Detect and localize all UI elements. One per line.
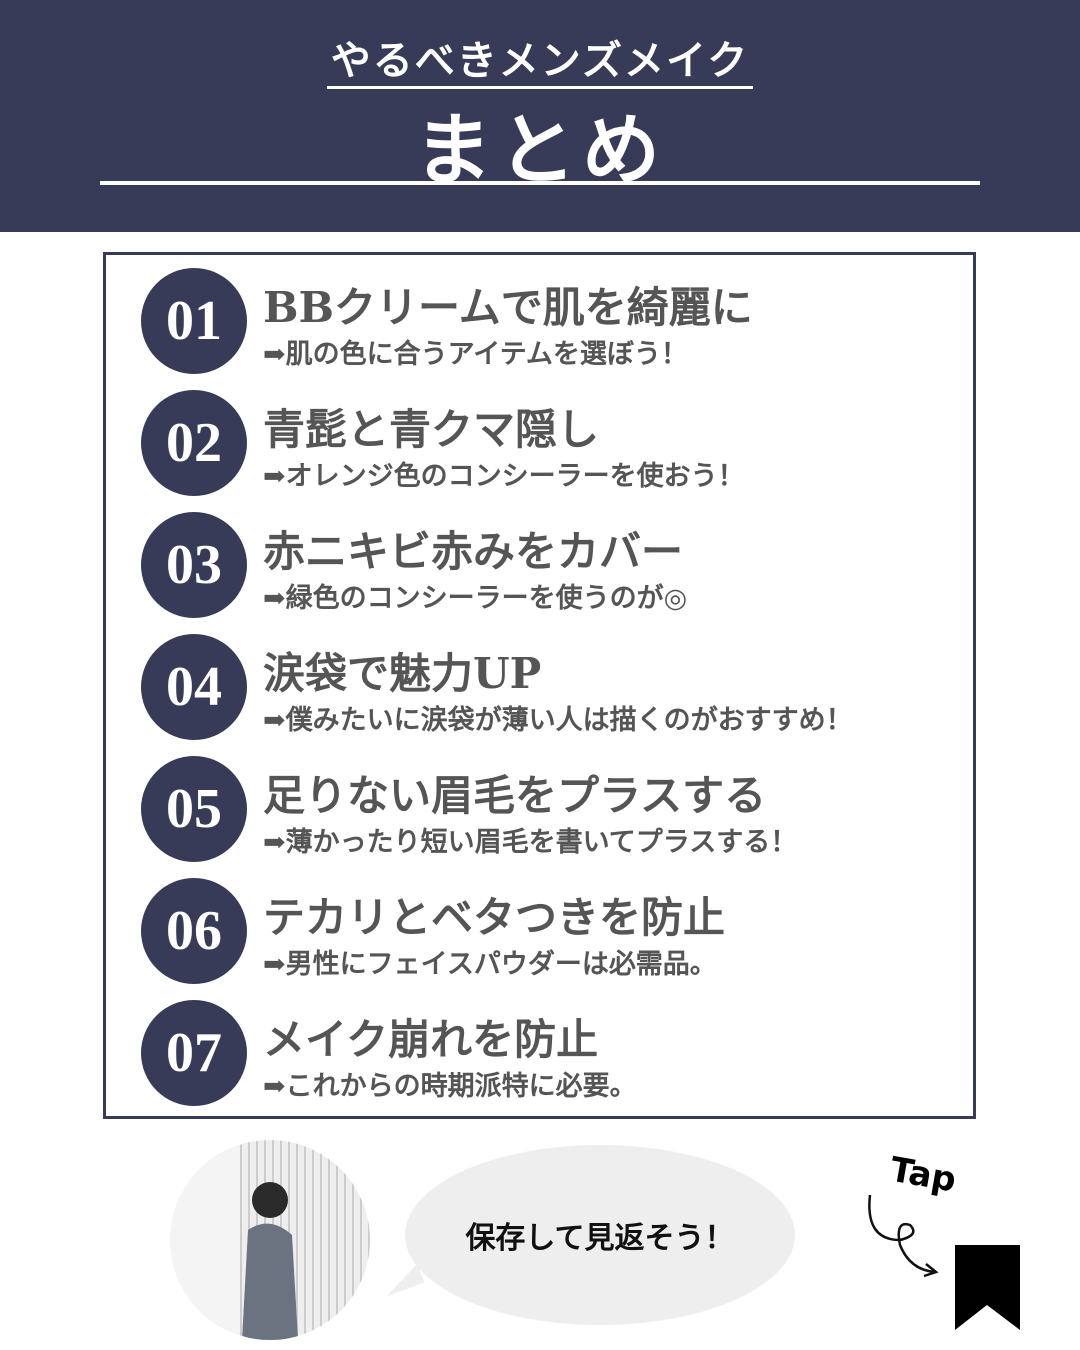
bubble-tail: [379, 1263, 425, 1297]
number-badge: 07: [141, 1000, 247, 1106]
item-title: 足りない眉毛をプラスする: [263, 771, 767, 820]
list-item: 02 青髭と青クマ隠し ➡オレンジ色のコンシーラーを使おう！: [141, 390, 961, 500]
list-item: 06 テカリとベタつきを防止 ➡男性にフェイスパウダーは必需品。: [141, 878, 961, 988]
number-badge: 01: [141, 268, 247, 374]
number-badge: 06: [141, 878, 247, 984]
item-subtitle: ➡これからの時期派特に必要。: [263, 1071, 637, 1102]
item-subtitle: ➡僕みたいに涙袋が薄い人は描くのがおすすめ！: [263, 705, 853, 736]
speech-bubble: 保存して見返そう！: [405, 1145, 795, 1325]
page-title: まとめ: [413, 105, 666, 196]
person-illustration: [170, 1140, 298, 1340]
number-badge: 02: [141, 390, 247, 496]
item-subtitle: ➡肌の色に合うアイテムを選ぼう！: [263, 339, 688, 370]
item-subtitle: ➡男性にフェイスパウダーは必需品。: [263, 949, 717, 980]
item-title: メイク崩れを防止: [263, 1015, 599, 1064]
list-item: 04 涙袋で魅力UP ➡僕みたいに涙袋が薄い人は描くのがおすすめ！: [141, 634, 961, 744]
divider: [100, 181, 980, 185]
list-item: 05 足りない眉毛をプラスする ➡薄かったり短い眉毛を書いてプラスする！: [141, 756, 961, 866]
curved-arrow-icon: [868, 1194, 939, 1278]
item-title: 涙袋で魅力UP: [263, 649, 542, 698]
item-subtitle: ➡オレンジ色のコンシーラーを使おう！: [263, 461, 745, 492]
header-banner: やるべきメンズメイク まとめ: [0, 0, 1080, 232]
item-title: BBクリームで肌を綺麗に: [263, 283, 753, 332]
list-item: 07 メイク崩れを防止 ➡これからの時期派特に必要。: [141, 1000, 961, 1110]
number-badge: 04: [141, 634, 247, 740]
list-item: 01 BBクリームで肌を綺麗に ➡肌の色に合うアイテムを選ぼう！: [141, 268, 961, 378]
bubble-text: 保存して見返そう！: [465, 1221, 735, 1256]
item-title: テカリとベタつきを防止: [263, 893, 726, 942]
item-title: 青髭と青クマ隠し: [263, 405, 600, 454]
number-badge: 03: [141, 512, 247, 618]
number-badge: 05: [141, 756, 247, 862]
summary-list: 01 BBクリームで肌を綺麗に ➡肌の色に合うアイテムを選ぼう！ 02 青髭と青クマ隠…: [103, 252, 976, 1119]
item-title: 赤ニキビ赤みをカバー: [263, 527, 684, 576]
kicker-text: やるべきメンズメイク: [326, 37, 754, 89]
list-item: 03 赤ニキビ赤みをカバー ➡緑色のコンシーラーを使うのが◎: [141, 512, 961, 622]
author-photo: [170, 1140, 370, 1340]
item-subtitle: ➡薄かったり短い眉毛を書いてプラスする！: [263, 827, 798, 858]
bookmark-icon[interactable]: [955, 1245, 1020, 1330]
item-subtitle: ➡緑色のコンシーラーを使うのが◎: [263, 583, 688, 614]
